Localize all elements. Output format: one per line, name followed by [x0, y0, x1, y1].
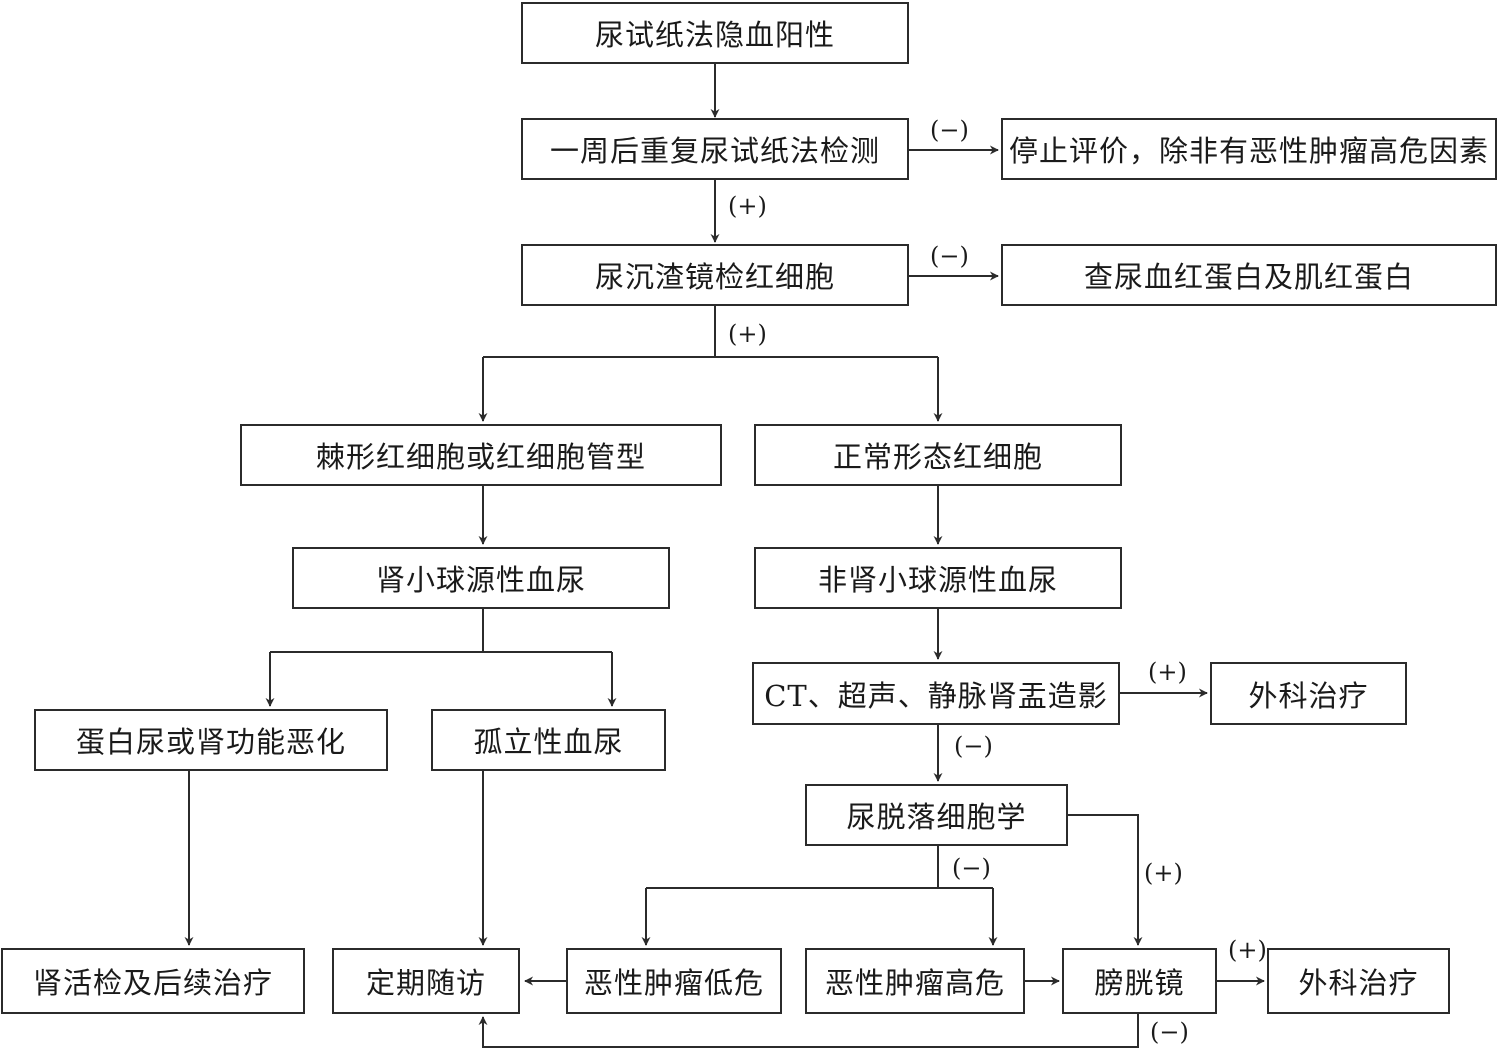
node-normal-rbc: 正常形态红细胞 [754, 424, 1122, 486]
line-n14-split [646, 846, 993, 889]
node-sediment-rbc: 尿沉渣镜检红细胞 [521, 244, 909, 306]
node-positive-dipstick: 尿试纸法隐血阳性 [521, 2, 909, 64]
line-n8-split [270, 609, 612, 653]
node-renal-biopsy: 肾活检及后续治疗 [1, 948, 305, 1014]
node-check-hemoglobin: 查尿血红蛋白及肌红蛋白 [1001, 244, 1497, 306]
node-isolated-hematuria: 孤立性血尿 [431, 709, 666, 771]
edge-label-negative: (−) [930, 242, 969, 270]
edge-label-negative: (−) [930, 116, 969, 144]
node-proteinuria: 蛋白尿或肾功能恶化 [34, 709, 388, 771]
arrow-n19-n16 [478, 1014, 1139, 1048]
line-n4-split [483, 306, 938, 358]
node-nonglomerular-hematuria: 非肾小球源性血尿 [754, 547, 1122, 609]
edge-label-negative: (−) [954, 732, 993, 760]
node-repeat-dipstick: 一周后重复尿试纸法检测 [521, 118, 909, 180]
edge-label-positive: (+) [1228, 936, 1267, 964]
node-surgery-1: 外科治疗 [1210, 662, 1407, 725]
arrow-n14-n19 [1068, 814, 1143, 946]
node-urine-cytology: 尿脱落细胞学 [805, 784, 1068, 846]
edge-label-positive: (+) [728, 320, 767, 348]
edge-label-negative: (−) [1150, 1018, 1189, 1046]
node-glomerular-hematuria: 肾小球源性血尿 [292, 547, 670, 609]
edge-label-positive: (+) [728, 192, 767, 220]
node-low-risk: 恶性肿瘤低危 [566, 948, 782, 1014]
node-imaging: CT、超声、静脉肾盂造影 [752, 662, 1120, 725]
node-surgery-2: 外科治疗 [1267, 948, 1450, 1014]
edge-label-positive: (+) [1144, 859, 1183, 887]
node-follow-up: 定期随访 [332, 948, 520, 1014]
node-cystoscopy: 膀胱镜 [1062, 948, 1217, 1014]
node-high-risk: 恶性肿瘤高危 [805, 948, 1025, 1014]
node-acanthocytes: 棘形红细胞或红细胞管型 [240, 424, 722, 486]
node-stop-evaluation: 停止评价，除非有恶性肿瘤高危因素 [1001, 118, 1497, 180]
edge-label-positive: (+) [1148, 658, 1187, 686]
edge-label-negative: (−) [952, 854, 991, 882]
